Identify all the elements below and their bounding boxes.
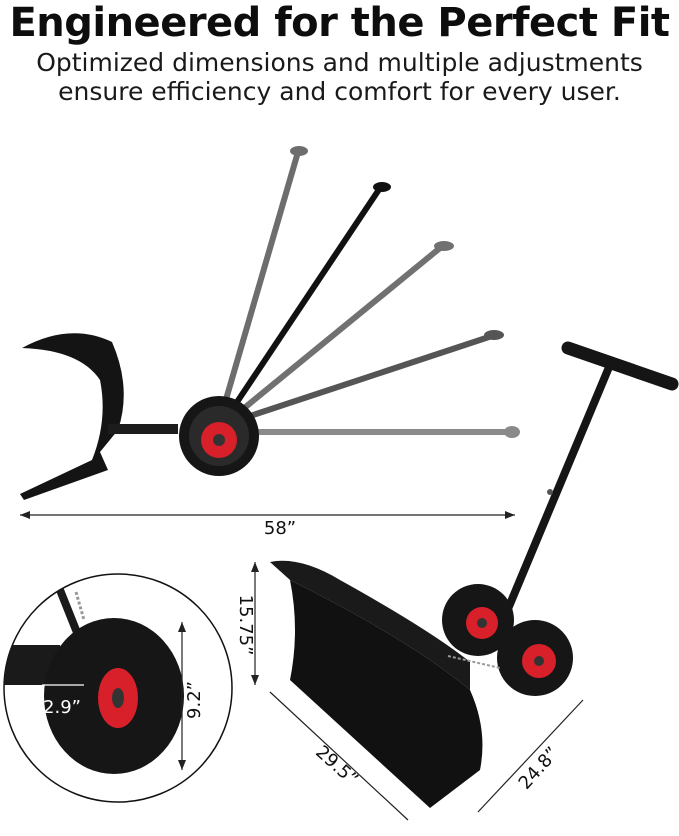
wheel-left <box>442 584 514 656</box>
blade-bracket <box>108 424 178 434</box>
handle-grip-5 <box>504 426 520 438</box>
handle-position-1 <box>217 151 301 421</box>
handle-position-2 <box>222 186 383 422</box>
side-view-wheel <box>179 396 259 476</box>
handle-grip-2 <box>373 182 391 192</box>
length-dimension: 58” <box>20 511 515 539</box>
handle-grip-1 <box>290 146 308 156</box>
handle-grip-3 <box>434 241 454 251</box>
side-view-blade <box>20 333 178 500</box>
height-dimension: 15.75” <box>235 562 259 685</box>
wheel-right <box>497 620 573 696</box>
wheel-detail: 9.2” 2.9” <box>3 573 233 803</box>
perspective-shovel <box>270 341 679 808</box>
handle-position-4 <box>237 333 493 423</box>
blade-top-edge <box>270 560 470 690</box>
length-label: 58” <box>264 518 296 539</box>
handle-grip-4 <box>484 330 504 340</box>
wheel-width-label: 2.9” <box>43 697 81 718</box>
chain <box>447 655 501 669</box>
handle-position-3 <box>230 245 442 421</box>
wheel-diameter-label: 9.2” <box>184 681 205 719</box>
blade-depth-dimension: 24.8” <box>477 699 584 813</box>
perspective-blade <box>290 580 483 808</box>
shovel-shaft <box>496 358 616 630</box>
handle-positions <box>217 146 520 438</box>
t-handle <box>561 341 679 391</box>
height-label: 15.75” <box>235 595 256 656</box>
blade-depth-label: 24.8” <box>515 743 564 794</box>
page-title: Engineered for the Perfect Fit <box>9 0 670 46</box>
blade-width-label: 29.5” <box>311 742 362 791</box>
page-subtitle: Optimized dimensions and multiple adjust… <box>36 48 643 106</box>
